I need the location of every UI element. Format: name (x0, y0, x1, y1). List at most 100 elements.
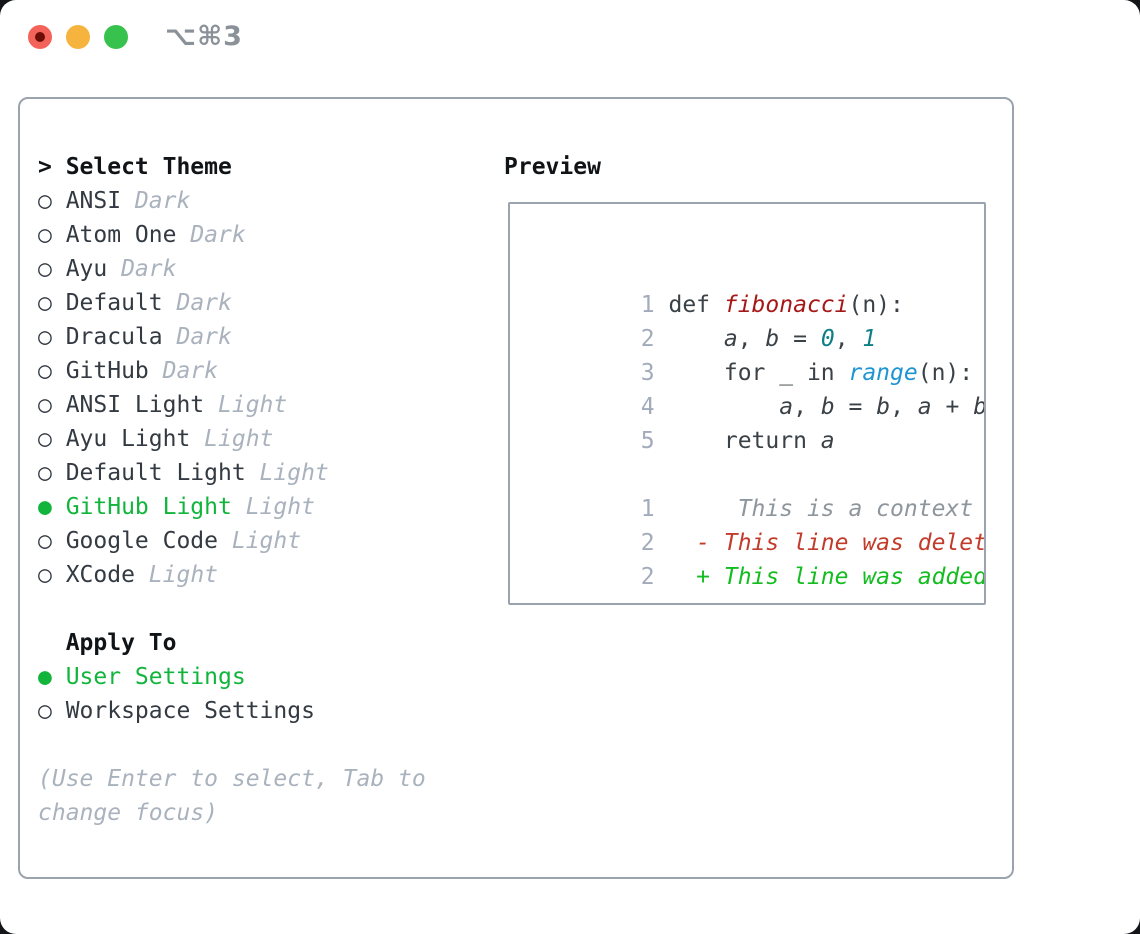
minimize-button[interactable] (66, 25, 90, 49)
diff-added-text: + This line was added. (668, 564, 986, 590)
theme-variant: Dark (162, 358, 219, 384)
code-token: for _ in (668, 360, 849, 386)
apply-option-user-settings[interactable]: ● User Settings (38, 660, 426, 694)
theme-variant: Dark (134, 188, 191, 214)
radio-unselected-icon: ○ (38, 188, 52, 214)
radio-unselected-icon: ○ (38, 562, 52, 588)
code-token: + (931, 394, 974, 420)
code-token-variable: a (917, 394, 932, 420)
hint-line-2: change focus) (38, 800, 219, 826)
apply-option-label: User Settings (65, 664, 246, 690)
preview-header: Preview (504, 150, 601, 184)
line-number: 2 (640, 564, 655, 590)
theme-option-default-dark[interactable]: ○ Default Dark (38, 286, 426, 320)
diff-context-text: This is a context line. (737, 496, 974, 522)
radio-unselected-icon: ○ (38, 256, 52, 282)
line-number: 4 (640, 394, 655, 420)
code-line: 3 for _ in range(n): (530, 322, 984, 386)
radio-unselected-icon: ○ (38, 290, 52, 316)
code-token: = (779, 326, 821, 352)
theme-option-github-dark[interactable]: ○ GitHub Dark (38, 354, 426, 388)
radio-unselected-icon: ○ (38, 358, 52, 384)
radio-unselected-icon: ○ (38, 392, 52, 418)
code-token-variable: a (779, 394, 794, 420)
radio-selected-icon: ● (38, 664, 52, 690)
line-number: 2 (640, 530, 655, 556)
theme-name: GitHub Light (65, 494, 232, 520)
code-token-variable: b (876, 394, 891, 420)
theme-variant: Light (245, 494, 315, 520)
theme-name: Dracula (65, 324, 163, 350)
theme-name: GitHub (65, 358, 149, 384)
radio-unselected-icon: ○ (38, 460, 52, 486)
code-token (668, 326, 723, 352)
code-token: return (668, 428, 821, 454)
maximize-button[interactable] (104, 25, 128, 49)
code-line: 4 a, b = b, a + b (530, 356, 984, 420)
spacer (38, 728, 426, 762)
spacer (38, 592, 426, 626)
radio-unselected-icon: ○ (38, 528, 52, 554)
theme-variant: Dark (176, 324, 232, 350)
close-dot-icon (35, 32, 45, 42)
code-token-number: 0 (820, 326, 835, 352)
theme-option-default-light[interactable]: ○ Default Light Light (38, 456, 426, 490)
line-number: 5 (640, 428, 655, 454)
diff-deleted-line: 2 - This line was deleted. (530, 492, 984, 556)
code-token: , (793, 394, 821, 420)
theme-variant: Light (148, 562, 219, 588)
apply-to-header: Apply To (38, 626, 426, 660)
code-token-function: fibonacci (723, 292, 849, 318)
theme-variant: Dark (121, 256, 177, 282)
window-titlebar (28, 25, 128, 49)
diff-context-line: 1 This is a context line. (530, 458, 984, 522)
line-number: 1 (640, 292, 655, 318)
theme-name: XCode (65, 562, 135, 588)
close-button[interactable] (28, 25, 52, 49)
theme-name: ANSI Light (65, 392, 205, 418)
apply-option-label: Workspace Settings (65, 698, 315, 724)
theme-option-google-code[interactable]: ○ Google Code Light (38, 524, 426, 558)
theme-name: Default Light (65, 460, 246, 486)
select-theme-title: Select Theme (65, 154, 232, 180)
apply-option-workspace-settings[interactable]: ○Workspace Settings (38, 694, 426, 728)
theme-name: Google Code (65, 528, 219, 554)
theme-option-xcode[interactable]: ○ XCode Light (38, 558, 426, 592)
theme-option-ayu-dark[interactable]: ○ Ayu Dark (38, 252, 426, 286)
code-token-variable: a (723, 326, 738, 352)
code-token: (n): (917, 360, 974, 386)
theme-name: Default (65, 290, 163, 316)
theme-variant: Light (259, 460, 329, 486)
code-token: def (668, 292, 724, 318)
code-token (668, 394, 779, 420)
theme-name: Ayu Light (65, 426, 191, 452)
cursor-icon: > (38, 154, 52, 180)
theme-variant: Light (231, 528, 302, 554)
code-line: 5 return a (530, 390, 984, 454)
code-token-number: 1 (862, 326, 877, 352)
theme-option-ansi-light[interactable]: ○ ANSI Light Light (38, 388, 426, 422)
code-token: , (834, 326, 863, 352)
hint-line-1: (Use Enter to select, Tab to (38, 766, 426, 792)
theme-variant: Light (204, 426, 274, 452)
code-token-builtin: range (848, 360, 918, 386)
theme-name: Ayu (65, 256, 108, 282)
theme-variant: Light (218, 392, 288, 418)
line-number: 3 (640, 360, 655, 386)
theme-variant: Dark (176, 290, 232, 316)
line-number: 1 (640, 496, 655, 522)
code-token: , (890, 394, 918, 420)
code-token: = (834, 394, 877, 420)
code-line: 2 a, b = 0, 1 (530, 288, 984, 352)
code-token: , (737, 326, 766, 352)
code-token-variable: b (973, 394, 986, 420)
line-number: 2 (640, 326, 655, 352)
